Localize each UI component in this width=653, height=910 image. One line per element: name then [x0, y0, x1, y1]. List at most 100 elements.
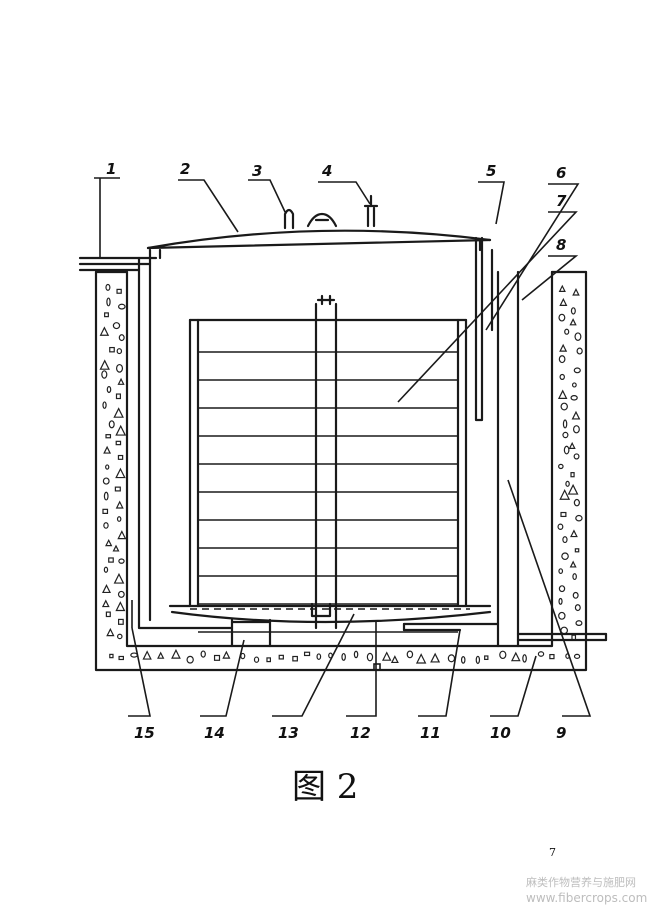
aggregate-particle	[115, 424, 127, 436]
callout-6: 6	[556, 164, 566, 182]
aggregate-particle	[117, 454, 124, 460]
aggregate-particle	[447, 654, 456, 663]
aggregate-particle	[430, 652, 441, 663]
aggregate-particle	[113, 572, 125, 584]
aggregate-particle	[558, 313, 566, 322]
aggregate-particle	[105, 538, 113, 547]
aggregate-particle	[559, 489, 571, 500]
aggregate-particle	[571, 410, 581, 420]
aggregate-particle	[105, 434, 112, 439]
aggregate-particle	[576, 347, 583, 355]
aggregate-particle	[559, 343, 568, 352]
fiber-rack	[188, 318, 468, 633]
bottom-plate	[168, 602, 492, 671]
aggregate-particle	[381, 651, 392, 661]
aggregate-particle	[106, 627, 115, 637]
aggregate-particle	[569, 560, 577, 568]
aggregate-particle	[558, 585, 566, 593]
aggregate-particle	[572, 573, 577, 580]
aggregate-particle	[116, 348, 123, 355]
aggregate-particle	[499, 650, 507, 660]
aggregate-particle	[109, 346, 115, 353]
rack-shelves	[198, 351, 458, 633]
aggregate-particle	[118, 334, 125, 342]
aggregate-particle	[99, 359, 110, 370]
page-number: 7	[549, 846, 556, 859]
aggregate-particle	[101, 584, 112, 594]
support-block	[230, 618, 272, 648]
aggregate-particle	[102, 508, 109, 514]
aggregate-particle	[113, 407, 124, 418]
aggregate-particle	[570, 307, 576, 315]
aggregate-particle	[105, 283, 111, 291]
aggregate-particle	[316, 653, 322, 660]
aggregate-particle	[561, 552, 569, 561]
aggregate-particle	[558, 611, 566, 620]
watermark-chinese: 麻类作物营养与施肥网	[526, 875, 636, 889]
aggregate-particle	[118, 558, 125, 564]
callout-3: 3	[252, 162, 262, 180]
callout-13: 13	[278, 724, 299, 742]
aggregate-particle	[102, 477, 110, 485]
callout-15: 15	[134, 724, 155, 742]
aggregate-particle	[101, 370, 108, 379]
concrete-wall	[94, 270, 588, 672]
callout-2: 2	[180, 160, 190, 178]
aggregate-particle	[560, 511, 567, 518]
aggregate-particle	[567, 483, 579, 495]
aggregate-particle	[253, 656, 260, 663]
aggregate-particle	[117, 590, 125, 598]
aggregate-particle	[105, 611, 111, 618]
aggregate-particle	[484, 655, 489, 661]
lid	[146, 229, 492, 260]
aggregate-particle	[560, 402, 568, 411]
aggregate-particle	[572, 425, 580, 434]
callout-1: 1	[106, 160, 116, 178]
leader-lines	[94, 177, 592, 717]
aggregate-particle	[115, 440, 122, 446]
inlet-pipe	[78, 256, 158, 628]
aggregate-particle	[213, 654, 221, 661]
aggregate-particle	[575, 620, 583, 627]
aggregate-particle	[266, 657, 271, 663]
aggregate-particle	[112, 322, 121, 330]
aggregate-particle	[563, 445, 570, 455]
aggregate-particle	[116, 288, 122, 294]
aggregate-particle	[475, 655, 481, 665]
aggregate-particle	[106, 297, 111, 307]
aggregate-particle	[292, 655, 298, 662]
lid-handle	[306, 212, 338, 228]
aggregate-particle	[115, 467, 126, 479]
callout-7: 7	[556, 192, 567, 210]
aggregate-particle	[116, 516, 122, 522]
aggregate-particle	[568, 441, 576, 449]
aggregate-particle	[574, 332, 582, 341]
aggregate-particle	[103, 522, 109, 529]
aggregate-particle	[570, 472, 575, 478]
aggregate-particle	[103, 491, 109, 501]
aggregate-particle	[575, 514, 583, 522]
lid-valve-3	[283, 208, 295, 230]
aggregate-particle	[341, 652, 346, 661]
aggregate-particle	[522, 654, 527, 663]
aggregate-particle	[558, 463, 564, 470]
aggregate-particle	[115, 363, 124, 373]
aggregate-particle	[105, 464, 110, 470]
callout-labels: 1 2 3 4 5 6 7 8 9 10 11 12 13 14 15	[106, 160, 567, 742]
aggregate-particle	[366, 652, 374, 662]
aggregate-particle	[573, 367, 581, 374]
aggregate-particle	[570, 395, 578, 401]
callout-9: 9	[556, 724, 566, 742]
aggregate-particle	[557, 523, 564, 530]
aggregate-particle	[573, 498, 580, 507]
aggregate-particle	[112, 544, 120, 552]
callout-10: 10	[490, 724, 511, 742]
aggregate-particle	[574, 548, 580, 553]
aggregate-particle	[200, 650, 206, 658]
aggregate-particle	[562, 431, 569, 439]
aggregate-particle	[115, 500, 124, 509]
sensor-tube	[474, 236, 494, 422]
aggregate-particle	[103, 445, 112, 454]
aggregate-particle	[103, 566, 109, 573]
